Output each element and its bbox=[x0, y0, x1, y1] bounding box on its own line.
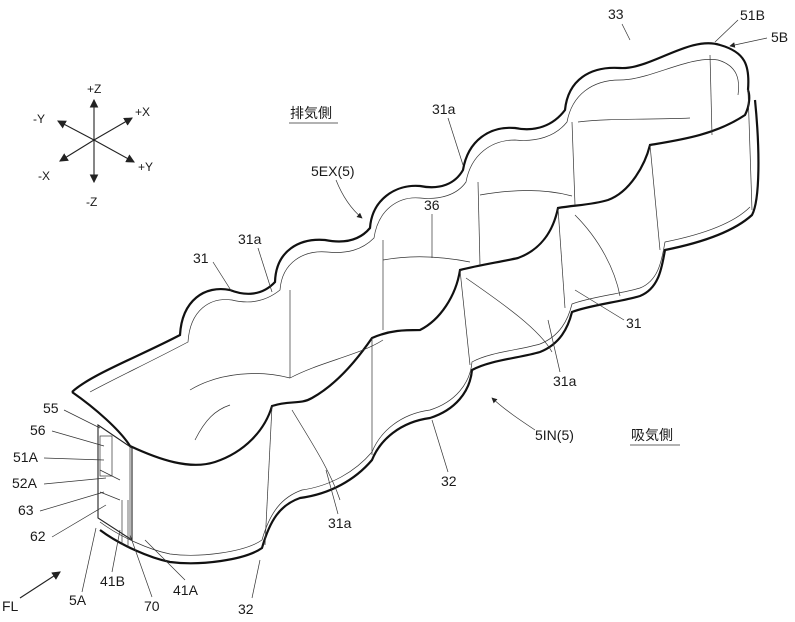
ref-41B: 41B bbox=[100, 573, 125, 589]
ref-70: 70 bbox=[144, 598, 160, 614]
ref-62: 62 bbox=[30, 528, 46, 544]
ref-31a-top: 31a bbox=[432, 101, 456, 117]
ref-55: 55 bbox=[43, 400, 59, 416]
ref-51A: 51A bbox=[13, 449, 39, 465]
intake-side-heading: 吸気側 bbox=[631, 428, 673, 444]
ref-51B: 51B bbox=[740, 7, 765, 23]
ref-5B: 5B bbox=[771, 29, 788, 45]
ref-5EX: 5EX(5) bbox=[311, 163, 355, 179]
axis-minus-z-label: -Z bbox=[86, 195, 97, 209]
ref-5A: 5A bbox=[69, 592, 87, 608]
exhaust-side-heading: 排気側 bbox=[290, 106, 332, 122]
axis-plus-z-label: +Z bbox=[87, 82, 101, 96]
axis-triad bbox=[57, 98, 135, 184]
axis-plus-x-label: +X bbox=[135, 105, 150, 119]
axis-minus-x-label: -X bbox=[38, 169, 50, 183]
ref-33: 33 bbox=[608, 6, 624, 22]
ref-41A: 41A bbox=[173, 582, 199, 598]
ref-63: 63 bbox=[18, 502, 34, 518]
ref-5IN: 5IN(5) bbox=[535, 427, 574, 443]
ref-36: 36 bbox=[424, 197, 440, 213]
axis-minus-y-label: -Y bbox=[33, 112, 45, 126]
ref-32-mid: 32 bbox=[441, 473, 457, 489]
ref-FL: FL bbox=[2, 598, 19, 614]
ref-32-bottom: 32 bbox=[238, 601, 254, 617]
ref-31a-bottom: 31a bbox=[328, 515, 352, 531]
ref-31-left: 31 bbox=[193, 250, 209, 266]
axis-plus-y-label: +Y bbox=[138, 160, 153, 174]
ref-56: 56 bbox=[30, 422, 46, 438]
holder-body bbox=[71, 42, 760, 565]
ref-52A: 52A bbox=[12, 475, 38, 491]
ref-31a-right: 31a bbox=[553, 373, 577, 389]
ref-31a-left: 31a bbox=[238, 231, 262, 247]
ref-31-right: 31 bbox=[626, 315, 642, 331]
